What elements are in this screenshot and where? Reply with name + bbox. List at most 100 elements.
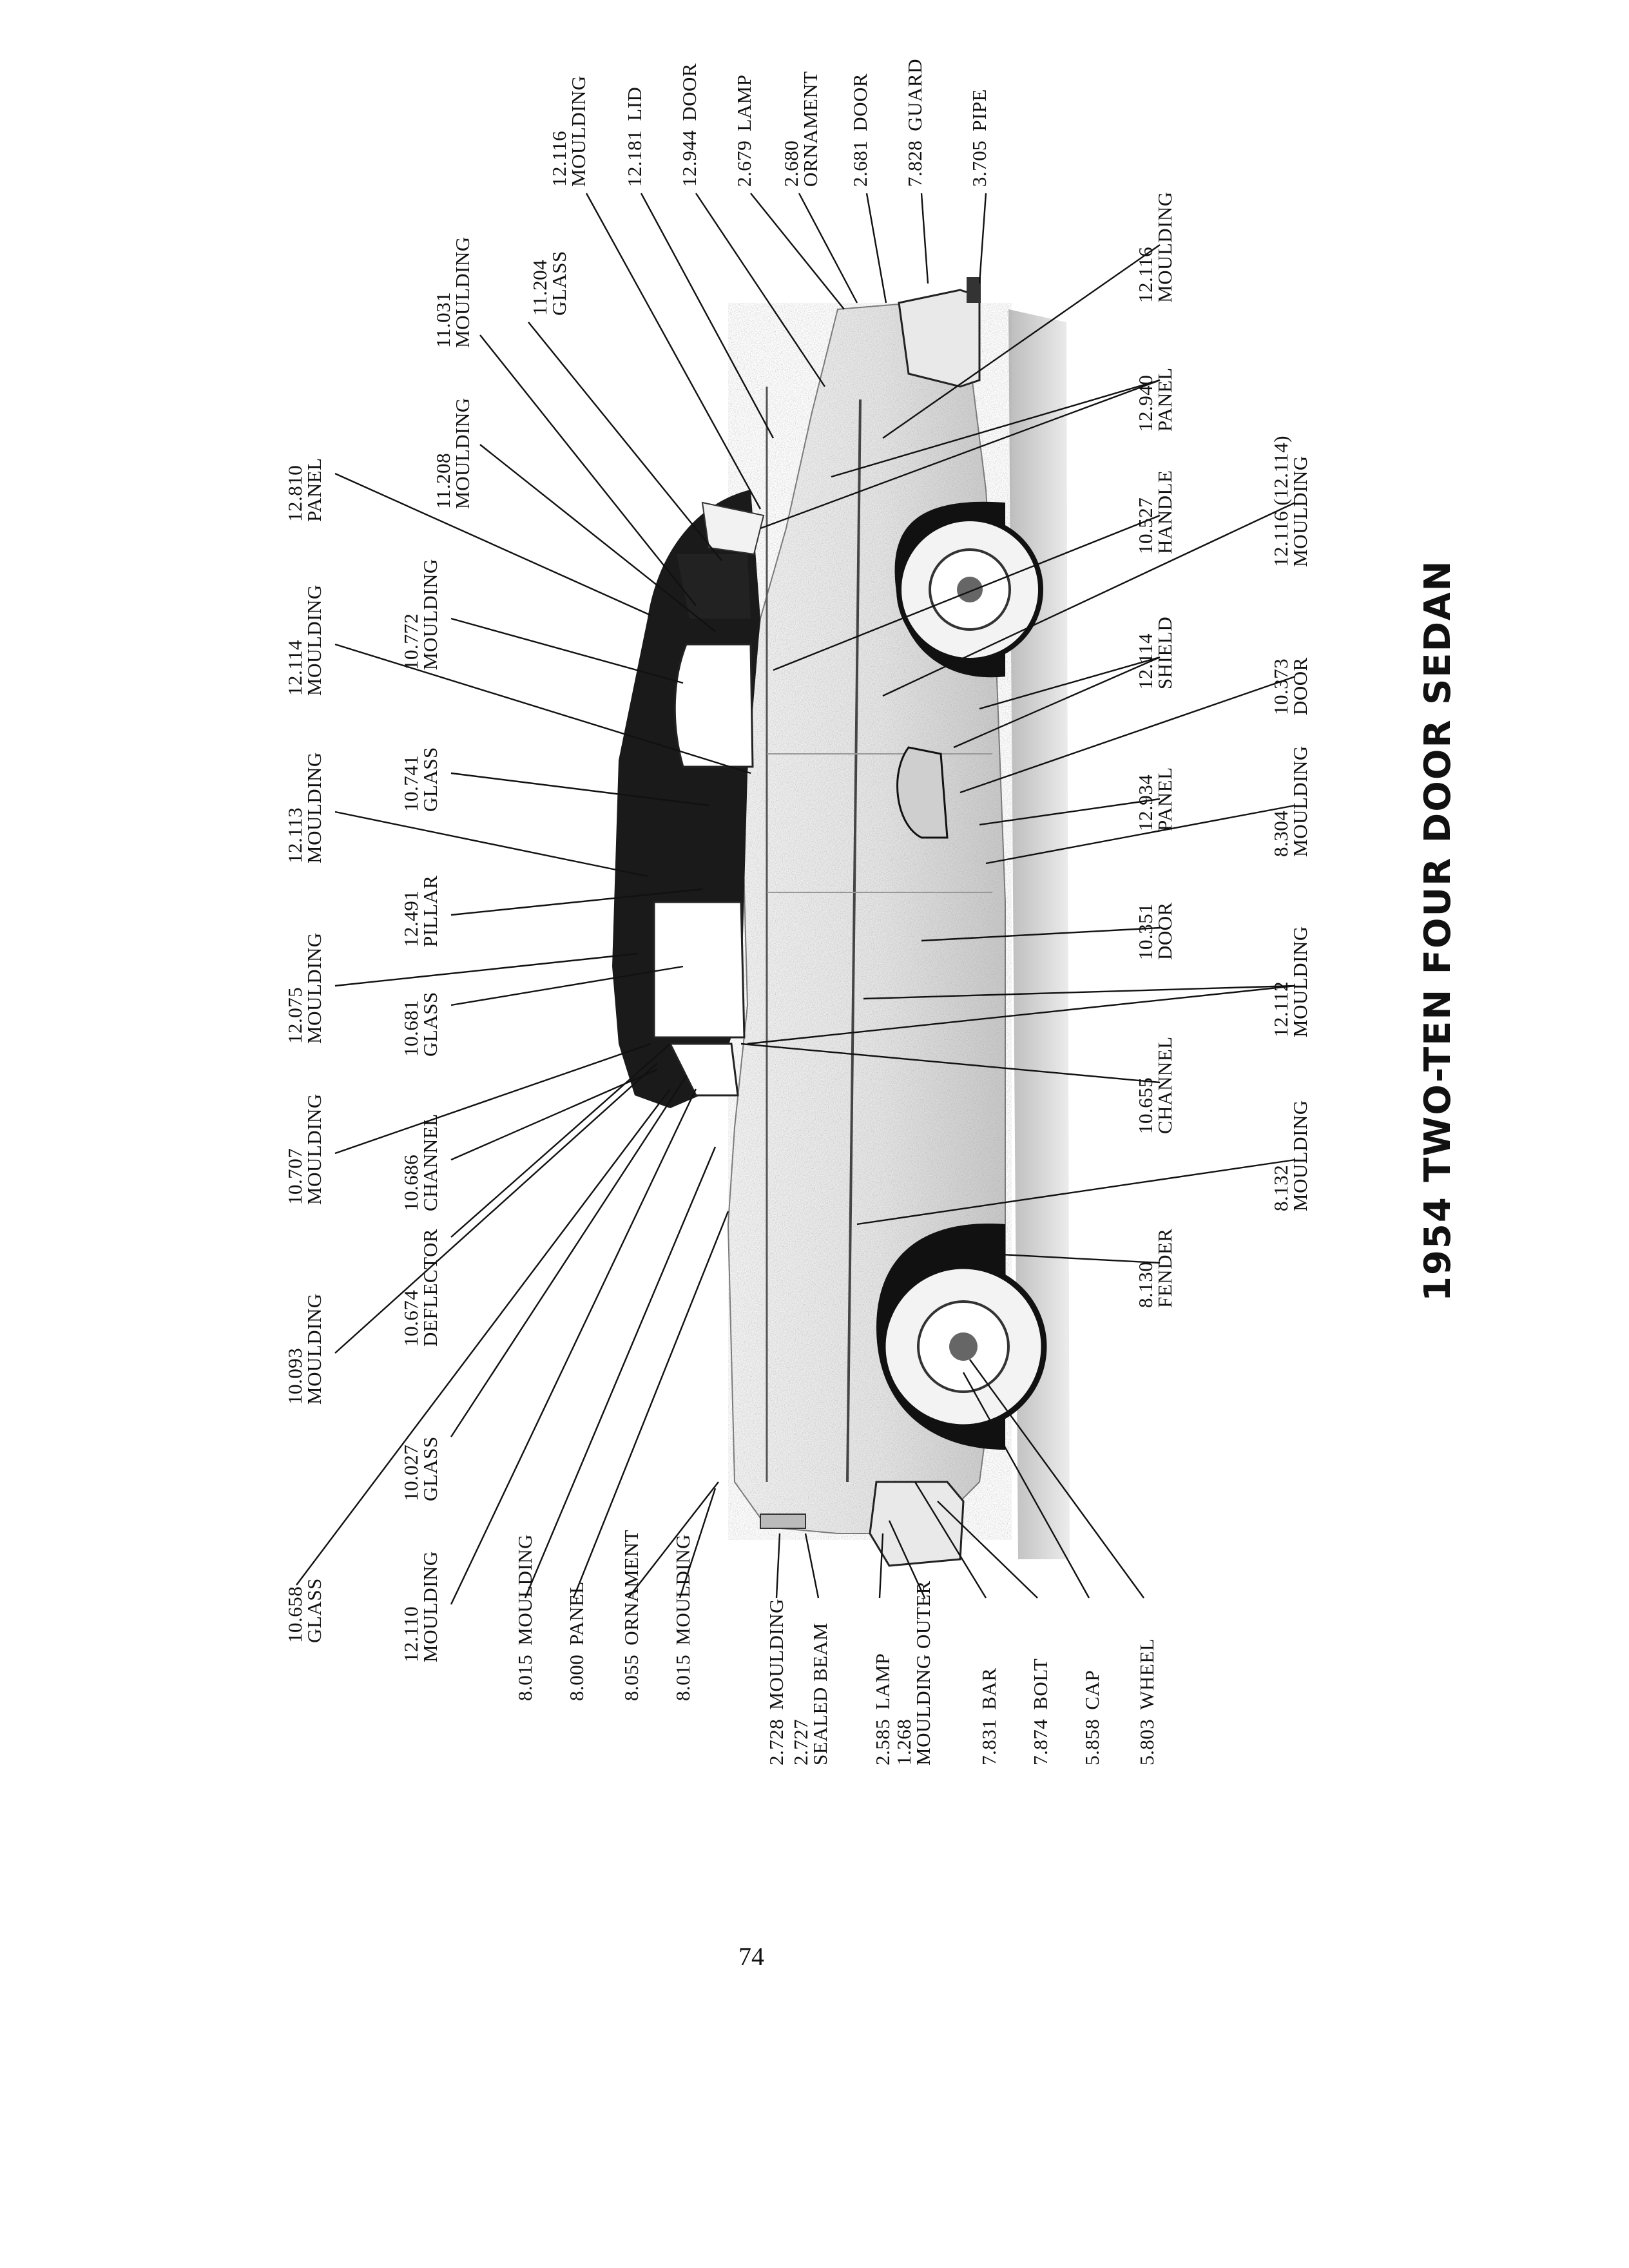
headlamp — [760, 1514, 806, 1529]
part-number: 12.181 — [623, 130, 646, 187]
part-number: 8.000 — [565, 1655, 588, 1701]
part-number: 10.707 — [284, 1148, 306, 1205]
part-label: 3.705 PIPE — [968, 89, 990, 187]
part-name: CHANNEL — [419, 1113, 441, 1211]
part-label: 8.015 MOULDING — [514, 1534, 536, 1701]
part-label: 12.116MOULDING — [548, 75, 590, 187]
part-name: GLASS — [419, 1436, 441, 1501]
part-name: MOULDING — [303, 1293, 325, 1405]
part-number: 11.204 — [528, 260, 551, 316]
part-label: 2.585LAMP — [871, 1653, 894, 1765]
part-number: 10.351 — [1134, 903, 1157, 960]
part-label: 8.130FENDER — [1134, 1228, 1176, 1308]
part-name: WHEEL — [1135, 1639, 1158, 1710]
part-label: 10.772MOULDING — [400, 559, 441, 670]
part-name: PANEL — [303, 457, 325, 522]
rear-window — [701, 501, 765, 555]
part-label: 12.116 (12.114)MOULDING — [1269, 436, 1311, 567]
part-number: 8.015 — [671, 1655, 694, 1701]
part-label: 10.658GLASS — [284, 1578, 325, 1643]
part-number: 12.944 — [678, 130, 700, 187]
part-label: 11.204GLASS — [528, 251, 570, 316]
part-number: 7.874 — [1029, 1719, 1052, 1765]
part-number: 8.132 — [1269, 1165, 1292, 1211]
part-number: 5.858 — [1081, 1719, 1103, 1765]
part-number: 8.130 — [1134, 1262, 1157, 1308]
part-name: BAR — [978, 1668, 1000, 1710]
part-number: 8.304 — [1269, 811, 1292, 857]
part-name: PILLAR — [419, 876, 441, 948]
part-number: 10.681 — [400, 1000, 422, 1057]
part-label: 12.113MOULDING — [284, 752, 325, 863]
part-name: MOULDING — [1289, 926, 1311, 1037]
part-label: 12.491PILLAR — [400, 876, 441, 948]
part-name: MOULDING — [514, 1534, 536, 1646]
part-labels: 10.658GLASS10.093MOULDING10.707MOULDING1… — [284, 59, 1311, 1765]
part-number: 2.585 — [871, 1719, 894, 1765]
part-name: PIPE — [968, 89, 990, 131]
part-label: 8.055ORNAMENT — [620, 1530, 642, 1701]
part-name: GLASS — [419, 747, 441, 812]
part-label: 12.075MOULDING — [284, 932, 325, 1044]
part-label: 2.728 MOULDING — [765, 1599, 787, 1765]
part-name: GLASS — [303, 1578, 325, 1643]
part-number: 12.113 — [284, 807, 306, 863]
part-name: PANEL — [1153, 367, 1176, 432]
part-number: 12.114 — [1134, 633, 1157, 689]
part-name: DOOR — [1153, 902, 1176, 960]
part-label: 12.944 DOOR — [678, 63, 700, 187]
part-label: 10.707MOULDING — [284, 1093, 325, 1205]
part-number: 2.728 — [765, 1719, 787, 1765]
part-label: 2.681DOOR — [849, 73, 871, 187]
part-label: 12.114MOULDING — [284, 584, 325, 696]
part-name: GLASS — [419, 992, 441, 1057]
part-number: 11.031 — [432, 292, 454, 348]
part-number: 10.741 — [400, 755, 422, 812]
part-label: 2.680ORNAMENT — [780, 71, 822, 187]
part-number: 10.093 — [284, 1348, 306, 1405]
part-label: 1.268MOULDING OUTER — [892, 1581, 934, 1765]
part-name: GLASS — [548, 251, 570, 316]
part-name: MOULDING — [765, 1599, 787, 1710]
part-label: 10.674DEFLECTOR — [400, 1229, 441, 1347]
part-name: CAP — [1081, 1670, 1103, 1710]
part-label: 10.351DOOR — [1134, 902, 1176, 960]
part-name: MOULDING — [419, 559, 441, 670]
part-name: GUARD — [903, 59, 926, 131]
part-name: DOOR — [1289, 657, 1311, 715]
part-name: LID — [623, 87, 646, 121]
car-illustration — [612, 277, 1070, 1567]
part-label: 10.741GLASS — [400, 747, 441, 812]
part-number: 12.116 — [1134, 247, 1157, 303]
part-number: 10.674 — [400, 1290, 422, 1347]
part-name: LAMP — [733, 75, 755, 131]
part-number: 10.027 — [400, 1445, 422, 1501]
part-name: SEALED BEAM — [809, 1622, 831, 1765]
part-number: 12.116 — [548, 131, 570, 187]
part-name: MOULDING — [671, 1534, 694, 1646]
part-label: 7.831BAR — [978, 1668, 1000, 1766]
part-name: MOULDING — [303, 584, 325, 696]
part-number: 2.681 — [849, 140, 871, 187]
part-number: 10.658 — [284, 1586, 306, 1643]
part-label: 12.114SHIELD — [1134, 617, 1176, 689]
rear-quarter-glass — [677, 554, 751, 619]
part-label: 12.181 LID — [623, 87, 646, 187]
part-name: HANDLE — [1153, 470, 1176, 554]
part-name: DOOR — [678, 63, 700, 121]
part-name: MOULDING — [303, 1093, 325, 1205]
part-number: 10.686 — [400, 1155, 422, 1211]
part-name: MOULDING — [303, 752, 325, 863]
part-number: 3.705 — [968, 140, 990, 187]
page-number: 74 — [738, 1942, 764, 1971]
diagram-title: 1954 TWO-TEN FOUR DOOR SEDAN — [1417, 560, 1459, 1302]
part-label: 12.810PANEL — [284, 457, 325, 522]
part-name: MOULDING — [451, 398, 474, 509]
rear-bumper — [898, 289, 981, 388]
part-number: 8.015 — [514, 1655, 536, 1701]
part-label: 5.803WHEEL — [1135, 1639, 1158, 1765]
part-number: 12.114 — [284, 640, 306, 696]
part-label: 10.681GLASS — [400, 992, 441, 1057]
part-number: 2.680 — [780, 140, 802, 187]
